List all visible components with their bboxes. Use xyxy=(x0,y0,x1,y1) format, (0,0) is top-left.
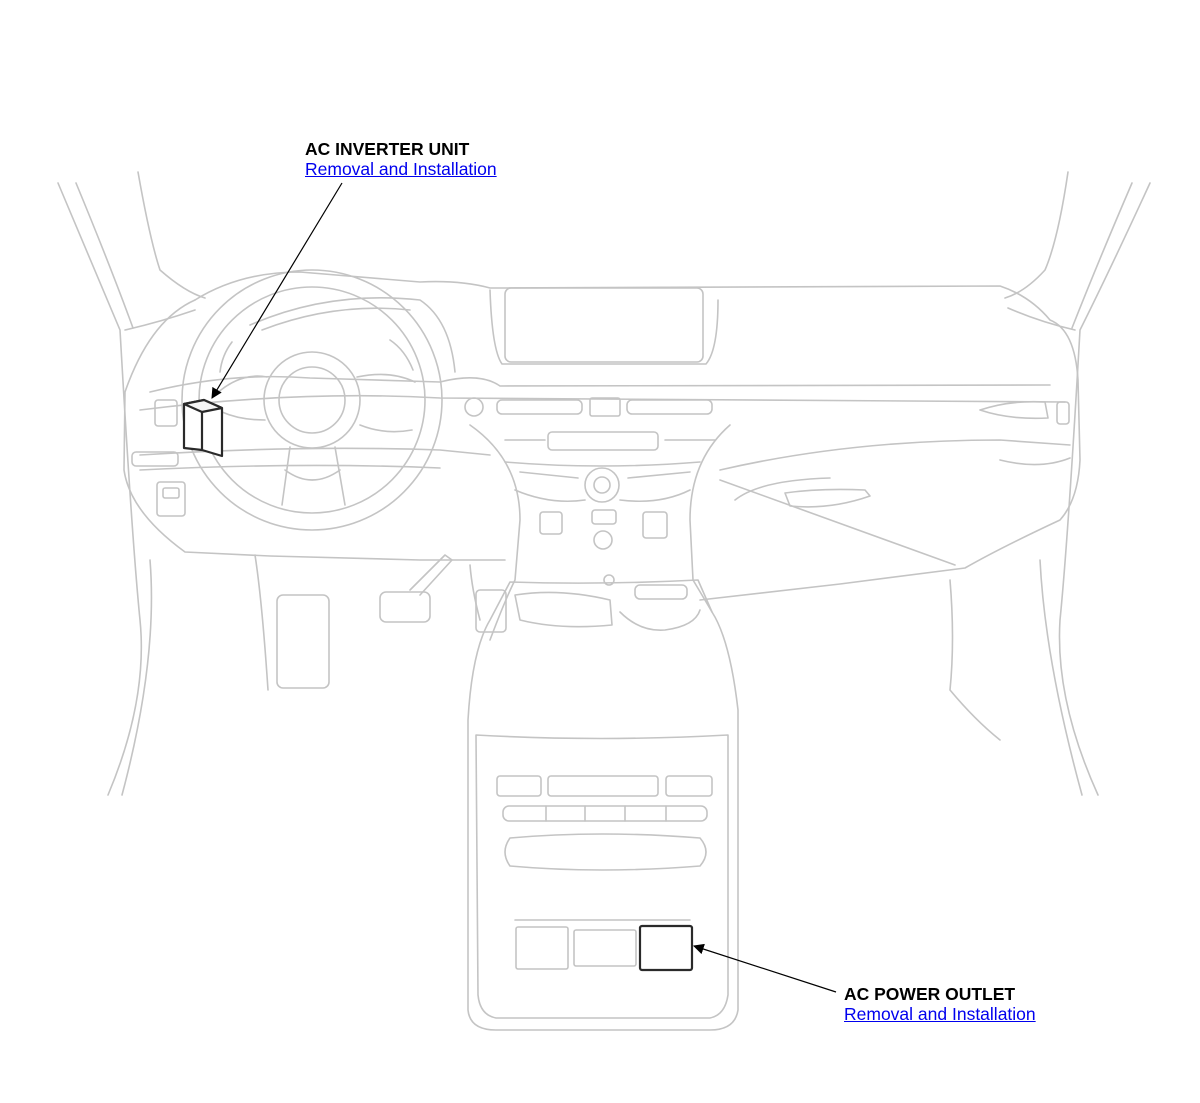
center-display xyxy=(489,287,719,365)
ac-power-outlet-callout: AC POWER OUTLET Removal and Installation xyxy=(844,984,1036,1024)
left-panel-switches xyxy=(131,451,186,517)
glovebox xyxy=(734,477,871,508)
ac-inverter-unit-label: AC INVERTER UNIT xyxy=(305,139,470,159)
instrument-cluster xyxy=(249,296,456,373)
ac-inverter-unit-callout: AC INVERTER UNIT Removal and Installatio… xyxy=(305,139,497,179)
center-console xyxy=(467,579,739,1031)
ac-inverter-removal-link[interactable]: Removal and Installation xyxy=(305,158,497,179)
left-pillar xyxy=(57,171,206,796)
pedals xyxy=(254,554,507,691)
steering-wheel xyxy=(181,269,443,531)
ac-power-outlet-highlight xyxy=(638,924,694,972)
ac-power-outlet-label: AC POWER OUTLET xyxy=(844,984,1016,1004)
outlet-leader-line xyxy=(692,943,837,993)
right-pillar xyxy=(949,171,1151,796)
center-stack xyxy=(469,424,731,641)
dashboard-outline xyxy=(123,271,1081,601)
inverter-leader-line xyxy=(211,182,343,399)
air-vents xyxy=(154,397,1070,427)
ac-power-outlet-removal-link[interactable]: Removal and Installation xyxy=(844,1003,1036,1024)
ac-inverter-unit-highlight xyxy=(182,398,224,458)
